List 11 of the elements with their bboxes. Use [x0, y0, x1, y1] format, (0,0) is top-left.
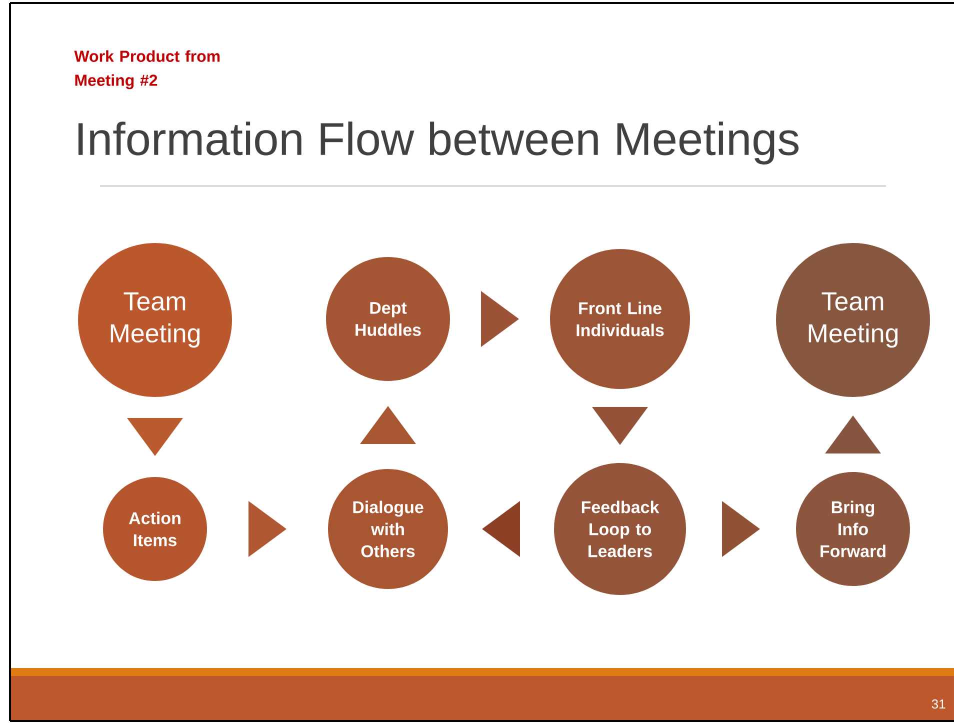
subtitle: Work Product from Meeting #2 — [74, 50, 220, 90]
title: Information Flow between Meetings — [78, 122, 799, 164]
arrow — [127, 418, 183, 456]
arrow — [481, 291, 519, 347]
arrow — [248, 501, 286, 557]
arrow — [825, 416, 881, 454]
arrow — [482, 501, 520, 557]
arrow — [592, 407, 648, 445]
arrow — [722, 501, 760, 557]
arrow — [360, 406, 416, 444]
page-number: 31 — [932, 699, 946, 709]
